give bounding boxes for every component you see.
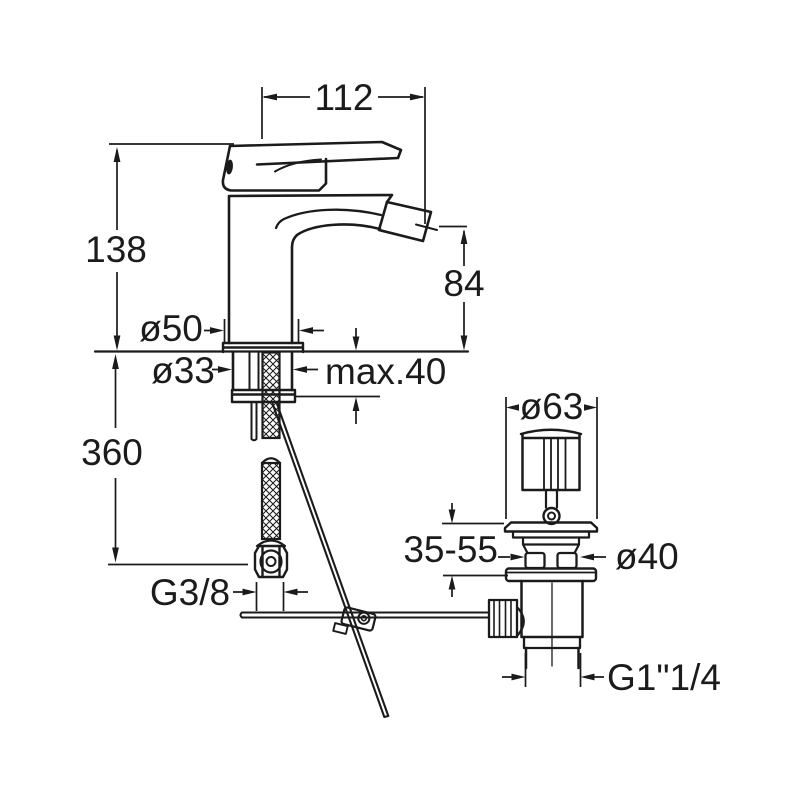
faucet-body	[227, 193, 394, 345]
dim-body-height-label: 138	[85, 229, 147, 270]
spout-top-curve	[274, 208, 383, 230]
rod-clamp-screw	[332, 622, 349, 635]
dimension-waste-diameter: ø40	[498, 536, 679, 577]
dimension-max-deck-thickness: max.40	[296, 328, 446, 424]
mounting-stud	[248, 351, 260, 442]
dimension-base-diameter: ø50	[139, 308, 324, 349]
waste-neck	[521, 536, 581, 555]
plug-pivot-hole	[547, 511, 556, 521]
dimension-spout-reach: 112	[261, 77, 426, 224]
plug-inner-lines	[543, 437, 567, 491]
threaded-shank	[231, 350, 294, 392]
dim-base-diameter-lines	[204, 319, 324, 342]
hose-nut-dome	[255, 539, 287, 548]
hose-nut	[253, 544, 289, 579]
dim-shank-diameter-label: ø33	[151, 350, 215, 391]
dimension-plug-diameter: ø63	[505, 386, 598, 519]
dim-plug-diameter-lines	[505, 397, 598, 519]
waste-tab-left	[524, 551, 546, 570]
supply-hose-lower	[260, 461, 282, 541]
dim-spout-reach-lines	[261, 87, 426, 224]
dim-waste-diameter-label: ø40	[615, 536, 679, 577]
dim-supply-thread-arrows	[242, 588, 298, 596]
dim-spout-reach-label: 112	[315, 77, 374, 118]
plug-pivot-ball	[542, 506, 561, 526]
waste-sub-plate	[511, 530, 591, 539]
plug-stem	[544, 488, 559, 509]
dim-hose-length-label: 360	[81, 432, 143, 473]
waste-bottom-flange	[504, 567, 598, 583]
rod-clamp-hole	[360, 615, 368, 622]
plug-cap-dome	[519, 428, 583, 436]
aerator-tick	[415, 223, 438, 231]
dim-plug-diameter-label: ø63	[520, 386, 584, 427]
handle-base	[221, 144, 328, 192]
plug-cup	[521, 432, 581, 492]
rod-clamp	[340, 606, 377, 632]
dimension-hose-length: 360	[81, 354, 248, 566]
rod-clamp-ring	[357, 611, 371, 625]
handle-pivot-notch	[226, 159, 233, 175]
dim-supply-thread-label: G3/8	[150, 572, 230, 613]
waste-tab-right	[556, 551, 578, 570]
waste-top-flange	[503, 521, 599, 533]
supply-hose-lower-cap	[260, 457, 282, 465]
rod-coupling-nut-facets	[493, 599, 512, 638]
dim-spout-height-label: 84	[443, 263, 484, 304]
dimension-shank-diameter: ø33	[151, 350, 318, 391]
handle-grip-line	[274, 158, 322, 173]
dim-base-diameter-label: ø50	[139, 308, 203, 349]
dim-waste-diameter-arrows	[510, 553, 594, 561]
dim-hose-length-lines	[108, 366, 248, 566]
dim-supply-thread-lines	[233, 582, 308, 611]
dim-base-diameter-arrows	[210, 327, 313, 334]
dim-waste-deck-range-label: 35-55	[403, 529, 498, 570]
pop-up-rod	[271, 401, 390, 719]
dimension-supply-thread: G3/8	[150, 572, 308, 613]
hose-nut-bore	[265, 556, 277, 567]
rod-coupling-bulge	[515, 605, 525, 638]
dim-spout-height-arrows	[460, 229, 468, 351]
spout-underside	[290, 223, 382, 345]
dimension-waste-thread: G1"1/4	[502, 653, 721, 698]
faucet-front-view	[93, 140, 490, 719]
rod-coupling-nut	[487, 598, 519, 639]
dimension-body-height: 138	[85, 143, 234, 351]
dim-waste-thread-arrows	[511, 673, 595, 681]
hose-nut-ball	[259, 549, 283, 574]
dim-waste-deck-range-lines	[442, 503, 508, 597]
dim-max-deck-lines	[296, 328, 380, 424]
supply-hose-upper	[261, 351, 281, 440]
handle-lever	[228, 140, 403, 166]
base-plate	[221, 341, 305, 354]
spout-outlet	[377, 200, 433, 243]
dimension-spout-height: 84	[439, 225, 485, 351]
rod-clamp-body	[340, 606, 377, 632]
rod-clamp-screw-head	[332, 622, 349, 635]
dim-waste-thread-lines	[502, 653, 604, 687]
dim-max-deck-label: max.40	[325, 351, 446, 392]
dim-body-height-lines	[109, 143, 234, 347]
dim-waste-thread-label: G1"1/4	[607, 657, 721, 698]
dimension-waste-deck-range: 35-55	[403, 503, 508, 597]
